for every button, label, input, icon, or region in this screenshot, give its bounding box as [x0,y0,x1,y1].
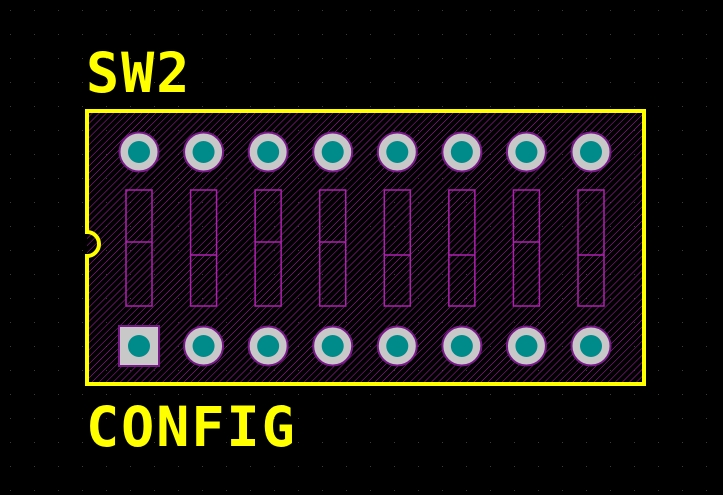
pad-2[interactable] [183,325,225,367]
switch-outline [448,189,476,307]
pad-14[interactable] [247,131,289,173]
switch-2[interactable] [189,189,218,307]
switch-5[interactable] [383,189,412,307]
switch-4[interactable] [318,189,347,307]
drill-hole [515,141,538,163]
switch-outline [577,189,605,307]
switch-3[interactable] [254,189,282,307]
pad-1[interactable] [118,325,160,367]
switch-outline [125,189,153,307]
designator-label[interactable]: SW2 [86,41,191,105]
pad-8[interactable] [570,325,612,367]
pad-3[interactable] [247,325,289,367]
component-body-hatch [87,111,644,384]
pad-16[interactable] [118,131,160,173]
pad-4[interactable] [312,325,354,367]
drill-hole [321,141,344,163]
drill-hole [321,335,344,357]
switch-1[interactable] [125,189,153,307]
pad-5[interactable] [376,325,418,367]
silkscreen-outline [85,109,646,386]
drill-hole [580,141,602,163]
drill-hole [128,141,150,163]
drill-hole [257,335,280,357]
drill-hole [580,335,602,357]
drill-hole [450,141,473,163]
comment-label[interactable]: CONFIG [86,395,297,459]
switch-outline [189,189,218,307]
drill-hole [450,335,473,357]
switch-6[interactable] [448,189,476,307]
switch-7[interactable] [512,189,541,307]
switch-8[interactable] [577,189,605,307]
drill-hole [128,335,150,357]
switch-outline [254,189,282,307]
drill-hole [386,335,409,357]
pad-15[interactable] [183,131,225,173]
drill-hole [192,335,215,357]
switch-outline [512,189,541,307]
drill-hole [257,141,280,163]
dip-switch-component[interactable] [85,109,646,386]
pad-12[interactable] [376,131,418,173]
switch-outline [383,189,412,307]
pad-6[interactable] [441,325,483,367]
switch-outline [318,189,347,307]
drill-hole [192,141,215,163]
pad-7[interactable] [505,325,547,367]
pad-10[interactable] [505,131,547,173]
pad-11[interactable] [441,131,483,173]
pad-9[interactable] [570,131,612,173]
drill-hole [386,141,409,163]
drill-hole [515,335,538,357]
pad-13[interactable] [312,131,354,173]
